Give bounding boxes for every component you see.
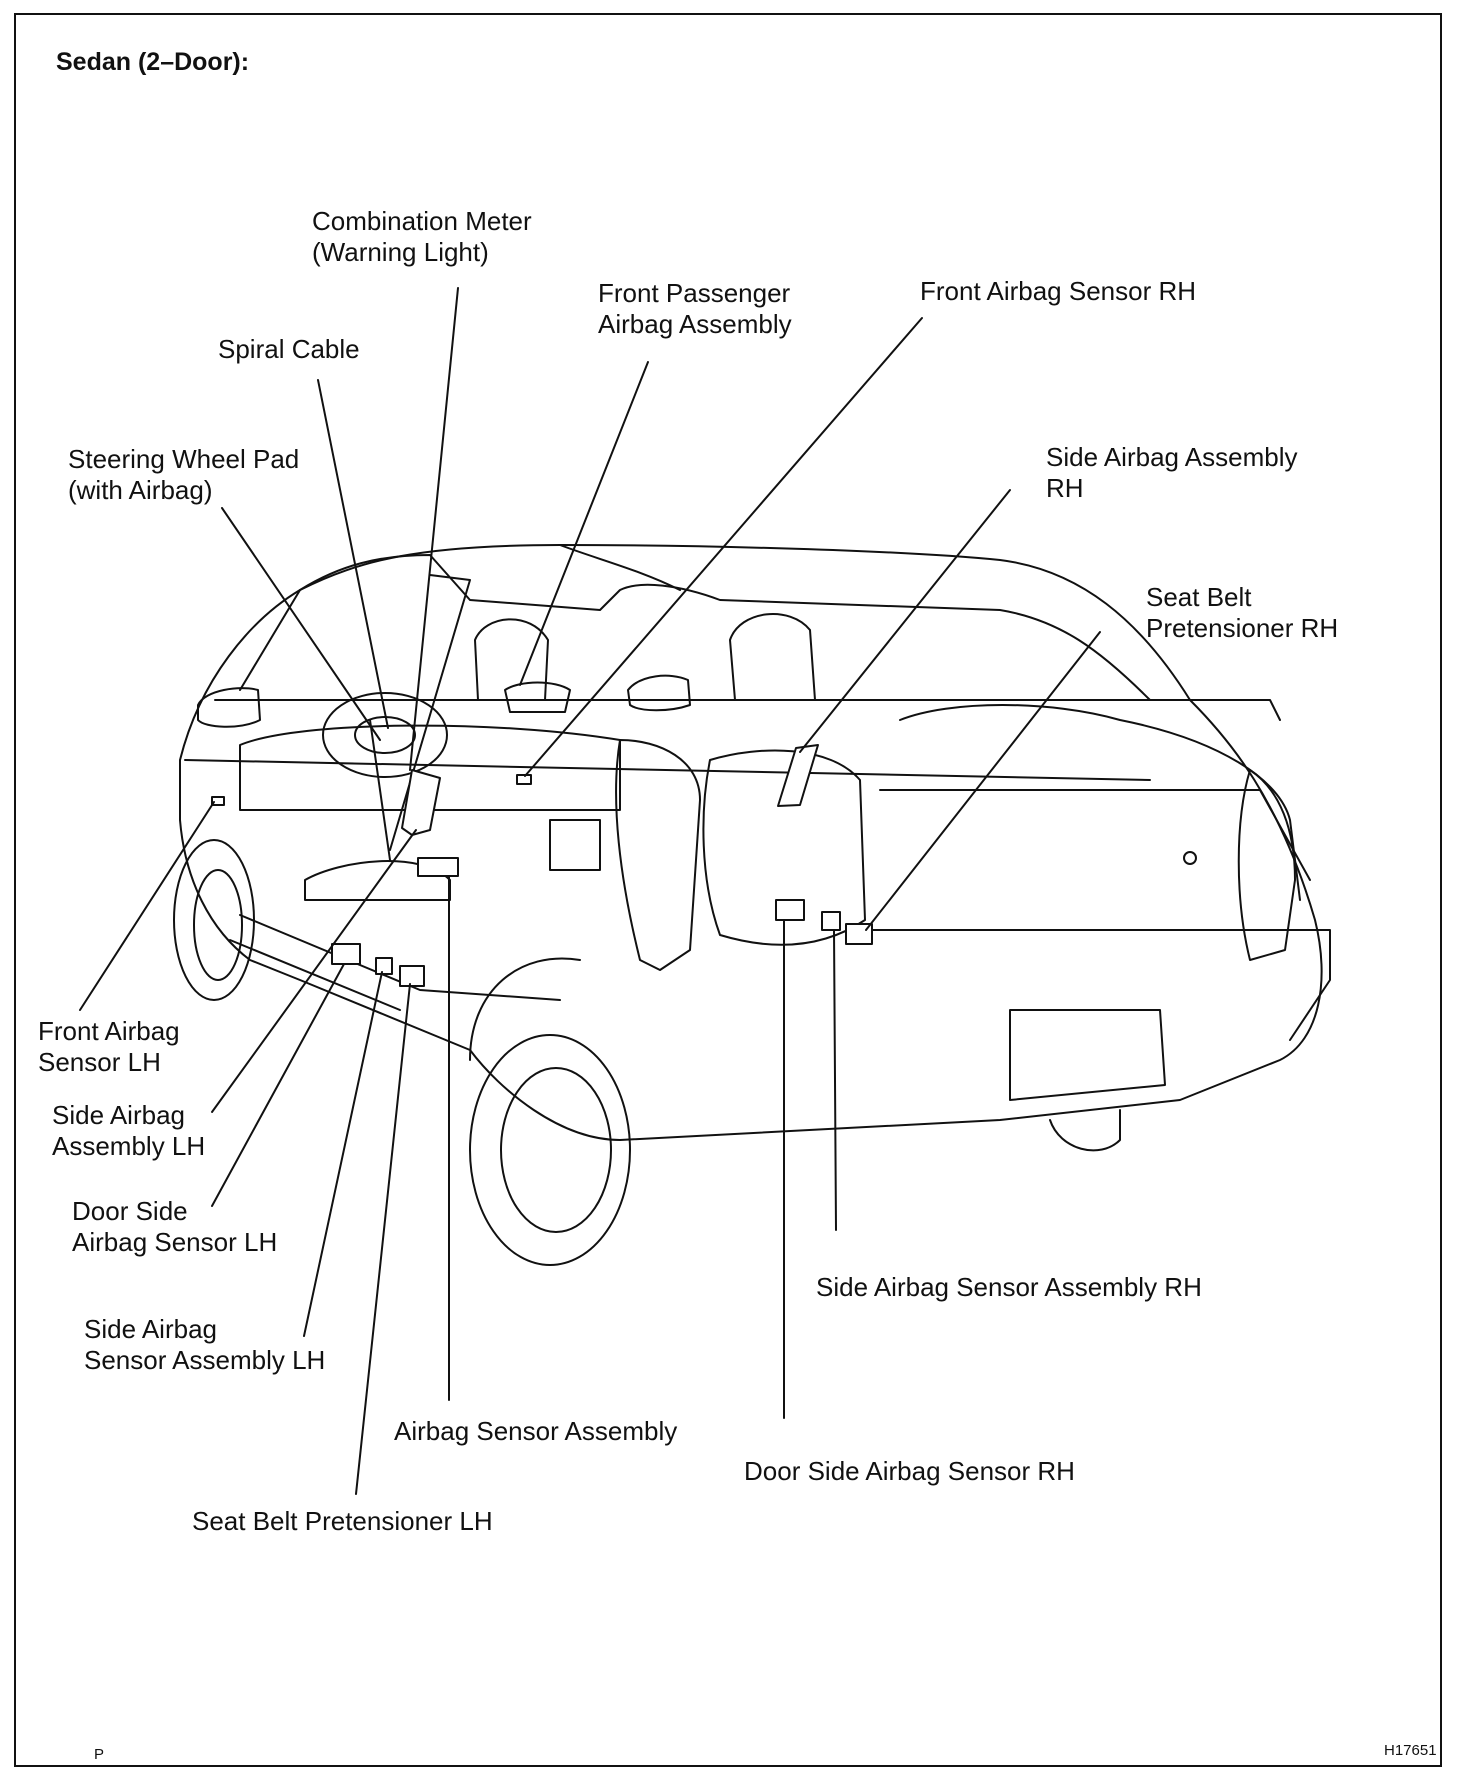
leader-seat-belt-pretensioner-rh: [865, 631, 1101, 931]
front-airbag-sensor-rh-box: [516, 774, 532, 785]
label-spiral-cable: Spiral Cable: [218, 334, 360, 364]
leader-side-airbag-sensor-assembly-rh: [833, 929, 837, 1231]
front-airbag-sensor-lh-box: [211, 796, 225, 806]
label-front-passenger-airbag: Front Passenger Airbag Assembly: [598, 278, 792, 339]
leader-side-airbag-assembly-lh: [211, 829, 417, 1113]
leader-door-side-airbag-sensor-lh: [211, 963, 345, 1207]
footer-left-code: P: [94, 1746, 105, 1763]
label-front-airbag-sensor-lh: Front Airbag Sensor LH: [38, 1016, 180, 1077]
airbag-sensor-assembly-box: [417, 857, 459, 877]
label-combination-meter: Combination Meter (Warning Light): [312, 206, 532, 267]
seat-belt-pretensioner-lh-box: [399, 965, 425, 987]
seat-belt-pretensioner-rh-box: [845, 923, 873, 945]
leader-side-airbag-assembly-rh: [799, 489, 1011, 753]
diagram-frame: [14, 13, 1442, 1767]
label-airbag-sensor-assembly: Airbag Sensor Assembly: [394, 1416, 678, 1446]
label-side-airbag-assembly-rh: Side Airbag Assembly RH: [1046, 442, 1298, 503]
leader-steering-wheel-pad: [221, 507, 381, 741]
leader-front-airbag-sensor-rh: [524, 317, 923, 777]
leader-front-airbag-sensor-lh: [79, 801, 215, 1011]
leader-spiral-cable: [317, 379, 389, 729]
leader-seat-belt-pretensioner-lh: [355, 983, 411, 1495]
label-side-airbag-sensor-assembly-rh: Side Airbag Sensor Assembly RH: [816, 1272, 1202, 1302]
label-side-airbag-sensor-assembly-lh: Side Airbag Sensor Assembly LH: [84, 1314, 326, 1375]
diagram-title: Sedan (2–Door):: [56, 48, 250, 76]
label-door-side-airbag-sensor-lh: Door Side Airbag Sensor LH: [72, 1196, 278, 1257]
label-side-airbag-assembly-lh: Side Airbag Assembly LH: [52, 1100, 206, 1161]
leader-side-airbag-sensor-assembly-lh: [303, 971, 383, 1337]
label-steering-wheel-pad: Steering Wheel Pad (with Airbag): [68, 444, 300, 505]
leader-lines: [79, 287, 1101, 1495]
side-airbag-assembly-lh-box: [401, 769, 441, 836]
side-airbag-sensor-assembly-lh-box: [375, 957, 393, 975]
leader-combination-meter: [409, 287, 459, 771]
door-side-airbag-sensor-rh-box: [775, 899, 805, 921]
label-seat-belt-pretensioner-lh: Seat Belt Pretensioner LH: [192, 1506, 493, 1536]
figure-id: H17651: [1384, 1742, 1437, 1759]
label-door-side-airbag-sensor-rh: Door Side Airbag Sensor RH: [744, 1456, 1075, 1486]
label-seat-belt-pretensioner-rh: Seat Belt Pretensioner RH: [1146, 582, 1339, 643]
components: [211, 744, 873, 987]
label-front-airbag-sensor-rh: Front Airbag Sensor RH: [920, 276, 1197, 306]
door-side-airbag-sensor-lh-box: [331, 943, 361, 965]
side-airbag-sensor-assembly-rh-box: [821, 911, 841, 931]
car-body: [173, 544, 1331, 1266]
leader-front-passenger-airbag: [519, 361, 649, 686]
side-airbag-assembly-rh-box: [777, 744, 819, 807]
